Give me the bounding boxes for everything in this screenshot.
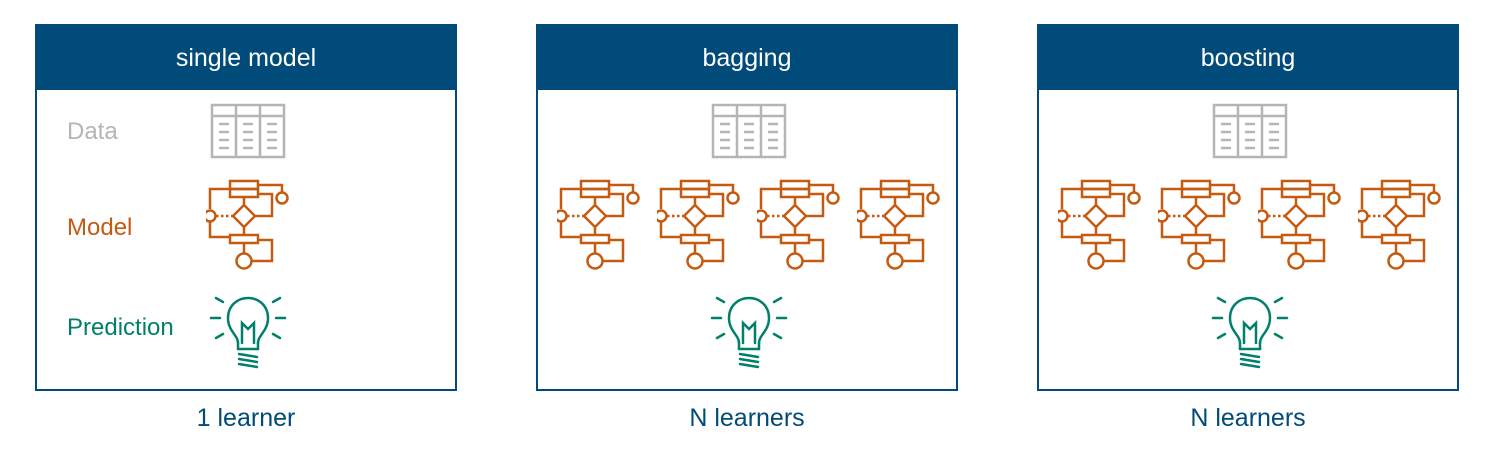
panel-caption: N learners <box>1190 404 1306 432</box>
data-label: Data <box>67 118 118 145</box>
panel-title: single model <box>37 26 455 90</box>
data-table-icon <box>1212 103 1288 159</box>
panel-title: bagging <box>538 26 956 90</box>
model-label: Model <box>67 214 133 241</box>
flowchart-model-icon <box>857 178 947 270</box>
data-table-icon <box>210 103 286 159</box>
panel-title: boosting <box>1039 26 1457 90</box>
lightbulb-icon <box>1210 293 1290 373</box>
panel-boosting: boosting <box>1037 24 1459 391</box>
flowchart-model-icon <box>757 178 847 270</box>
panel-bagging: bagging <box>536 24 958 391</box>
flowchart-model-icon <box>1258 178 1348 270</box>
prediction-label: Prediction <box>67 314 174 341</box>
flowchart-model-icon <box>1058 178 1148 270</box>
flowchart-model-icon <box>557 178 647 270</box>
flowchart-model-icon <box>1158 178 1248 270</box>
panel-body <box>1039 90 1457 389</box>
flowchart-model-icon <box>206 178 296 270</box>
panel-body: Data Model Prediction <box>37 90 455 389</box>
panel-caption: 1 learner <box>196 404 296 432</box>
panel-body <box>538 90 956 389</box>
flowchart-model-icon <box>1358 178 1448 270</box>
data-table-icon <box>711 103 787 159</box>
lightbulb-icon <box>709 293 789 373</box>
panel-single-model: single model Data Model Prediction <box>35 24 457 391</box>
lightbulb-icon <box>208 293 288 373</box>
flowchart-model-icon <box>657 178 747 270</box>
panel-caption: N learners <box>689 404 805 432</box>
